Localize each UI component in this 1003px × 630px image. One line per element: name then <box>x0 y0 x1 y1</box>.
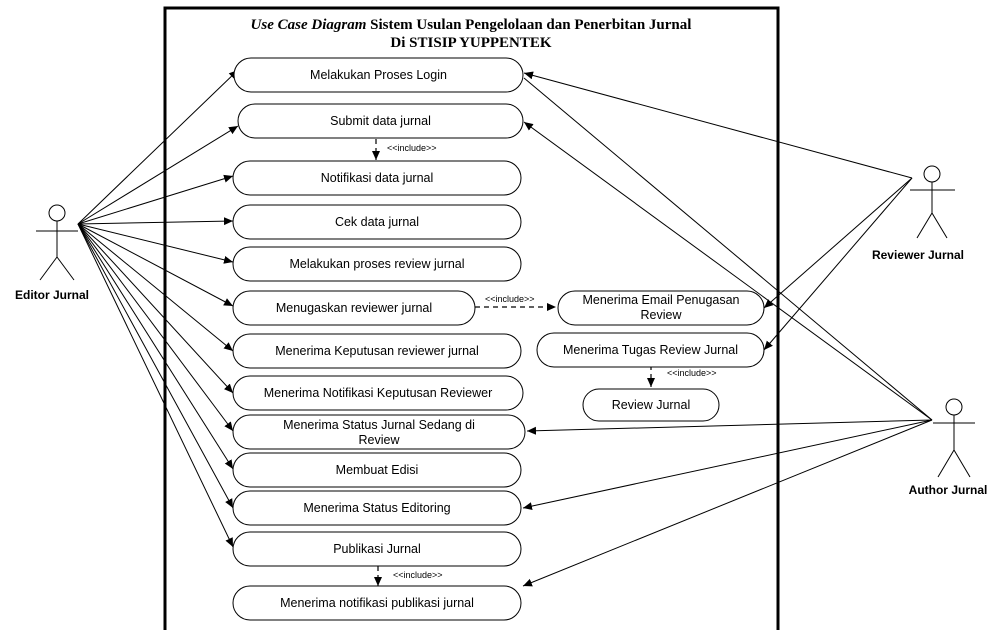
diagram-title-line2: Di STISIP YUPPENTEK <box>390 35 551 51</box>
include-label: <<include>> <box>667 368 717 378</box>
actor-reviewer-figure <box>910 165 955 239</box>
use-case-notifikasi-publikasi[interactable]: Menerima notifikasi publikasi jurnal <box>232 585 522 621</box>
actor-editor-figure <box>36 204 78 281</box>
use-case-label: Menerima Status Jurnal Sedang di <box>283 418 475 432</box>
use-case-label: Review <box>359 433 401 447</box>
system-boundary <box>163 6 780 630</box>
use-case-label: Review <box>641 308 683 322</box>
actor-editor-label: Editor Jurnal <box>15 288 89 302</box>
use-case-menugaskan-reviewer[interactable]: Menugaskan reviewer jurnal <box>232 290 476 326</box>
use-case-label: Menerima Notifikasi Keputusan Reviewer <box>264 386 493 400</box>
author-associations <box>522 77 933 587</box>
use-case-label: Menerima Tugas Review Jurnal <box>563 343 738 357</box>
use-case-email-penugasan[interactable]: Menerima Email Penugasan Review <box>557 290 765 326</box>
editor-associations <box>77 69 239 548</box>
use-case-proses-review[interactable]: Melakukan proses review jurnal <box>232 246 522 282</box>
title-italic: Use Case Diagram <box>251 17 367 33</box>
use-case-review-jurnal[interactable]: Review Jurnal <box>582 388 720 422</box>
use-case-cek-data[interactable]: Cek data jurnal <box>232 204 522 240</box>
use-case-label: Review Jurnal <box>612 398 691 412</box>
include-label: <<include>> <box>393 570 443 580</box>
actor-reviewer-label: Reviewer Jurnal <box>872 248 964 262</box>
reviewer-associations <box>523 71 913 351</box>
use-case-label: Publikasi Jurnal <box>333 542 421 556</box>
use-case-label: Menerima Status Editoring <box>303 501 450 515</box>
actor-author-label: Author Jurnal <box>909 483 988 497</box>
use-case-label: Menerima notifikasi publikasi jurnal <box>280 596 474 610</box>
use-case-notifikasi-keputusan[interactable]: Menerima Notifikasi Keputusan Reviewer <box>232 375 524 411</box>
include-label: <<include>> <box>485 294 535 304</box>
use-case-label: Menerima Keputusan reviewer jurnal <box>275 344 479 358</box>
use-case-label: Notifikasi data jurnal <box>321 171 434 185</box>
use-case-login[interactable]: Melakukan Proses Login <box>233 57 524 93</box>
use-case-label: Menerima Email Penugasan <box>582 293 739 307</box>
use-case-label: Membuat Edisi <box>336 463 419 477</box>
include-label: <<include>> <box>387 143 437 153</box>
include-relations <box>372 139 655 586</box>
actor-author-figure <box>933 398 975 478</box>
use-case-label: Submit data jurnal <box>330 114 431 128</box>
use-case-status-editoring[interactable]: Menerima Status Editoring <box>232 490 522 526</box>
use-case-label: Melakukan proses review jurnal <box>289 257 464 271</box>
use-case-notifikasi-data[interactable]: Notifikasi data jurnal <box>232 160 522 196</box>
use-case-tugas-review[interactable]: Menerima Tugas Review Jurnal <box>536 332 765 368</box>
diagram-title: Use Case Diagram Sistem Usulan Pengelola… <box>251 17 692 33</box>
use-case-label: Cek data jurnal <box>335 215 419 229</box>
use-case-menerima-keputusan[interactable]: Menerima Keputusan reviewer jurnal <box>232 333 522 369</box>
use-case-status-sedang-review[interactable]: Menerima Status Jurnal Sedang di Review <box>232 414 526 450</box>
title-rest: Sistem Usulan Pengelolaan dan Penerbitan… <box>366 17 691 33</box>
use-case-label: Menugaskan reviewer jurnal <box>276 301 432 315</box>
use-case-label: Melakukan Proses Login <box>310 68 447 82</box>
use-case-submit[interactable]: Submit data jurnal <box>237 103 524 139</box>
use-case-membuat-edisi[interactable]: Membuat Edisi <box>232 452 522 488</box>
use-case-publikasi[interactable]: Publikasi Jurnal <box>232 531 522 567</box>
